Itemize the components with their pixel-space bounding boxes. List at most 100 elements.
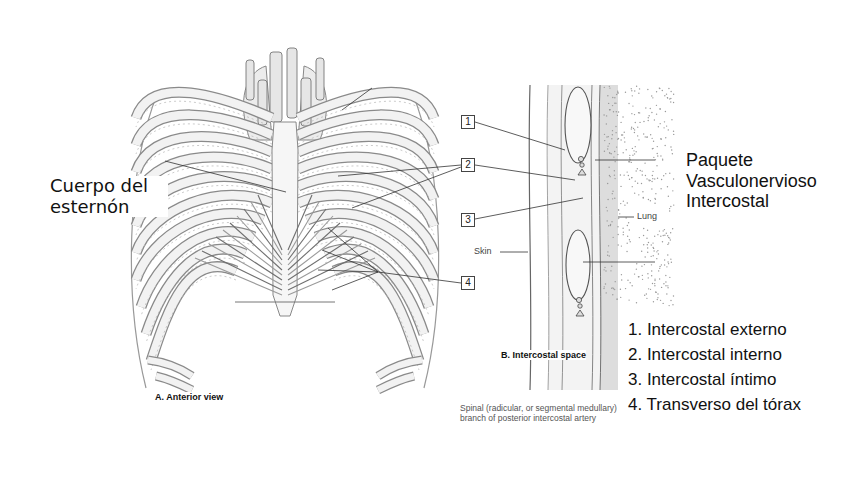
panel-title: B. Intercostal space — [501, 350, 586, 360]
stipple-dot — [623, 231, 624, 232]
stipple-dot — [623, 174, 624, 175]
stipple-dot — [603, 114, 604, 115]
stipple-dot — [639, 237, 640, 238]
stipple-dot — [648, 242, 649, 243]
stipple-dot — [611, 287, 612, 288]
rib — [151, 267, 236, 361]
stipple-dot — [654, 283, 655, 284]
stipple-dot — [657, 153, 658, 154]
stipple-dot — [651, 181, 652, 182]
stipple-dot — [667, 261, 668, 262]
stipple-dot — [651, 264, 652, 265]
stipple-dot — [673, 204, 674, 205]
stipple-dot — [671, 149, 672, 150]
stipple-dot — [607, 199, 608, 200]
stipple-dot — [661, 179, 662, 180]
tissue-layer — [599, 85, 601, 390]
intercostal-fibers — [151, 276, 236, 370]
stipple-dot — [656, 258, 657, 259]
intercostal-artery — [580, 163, 584, 167]
floating-rib — [378, 376, 414, 390]
stipple-dot — [673, 295, 674, 296]
rib-section — [565, 87, 591, 163]
stipple-dot — [612, 191, 613, 192]
stipple-dot — [609, 87, 610, 88]
stipple-dot — [659, 268, 660, 269]
stipple-dot — [614, 198, 615, 199]
leader-line — [332, 272, 378, 290]
stipple-dot — [611, 138, 612, 139]
stipple-dot — [631, 285, 632, 286]
stipple-dot — [629, 157, 630, 158]
stipple-dot — [667, 285, 668, 286]
stipple-dot — [624, 137, 625, 138]
stipple-dot — [673, 131, 674, 132]
stipple-dot — [673, 178, 674, 179]
stipple-dot — [607, 183, 608, 184]
stipple-dot — [606, 207, 607, 208]
stipple-dot — [656, 251, 657, 252]
stipple-dot — [653, 141, 654, 142]
stipple-dot — [651, 138, 652, 139]
stipple-dot — [655, 199, 656, 200]
stipple-dot — [657, 146, 658, 147]
stipple-dot — [658, 270, 659, 271]
intercostal-nerve — [578, 169, 586, 175]
stipple-dot — [647, 252, 648, 253]
stipple-dot — [620, 289, 621, 290]
stipple-dot — [650, 289, 651, 290]
stipple-dot — [620, 203, 621, 204]
stipple-dot — [610, 225, 611, 226]
stipple-dot — [655, 193, 656, 194]
stipple-dot — [657, 299, 658, 300]
stipple-dot — [627, 236, 628, 237]
stipple-dot — [626, 243, 627, 244]
stipple-dot — [610, 176, 611, 177]
stipple-dot — [662, 159, 663, 160]
stipple-dot — [664, 95, 665, 96]
stipple-dot — [618, 218, 619, 219]
intercostal-nerve — [576, 310, 584, 316]
floating-rib-edge — [156, 376, 192, 390]
intercostal-vein — [578, 156, 583, 161]
stipple-dot — [638, 93, 639, 94]
stipple-dot — [631, 113, 632, 114]
leader-line — [342, 88, 372, 110]
stipple-dot — [624, 141, 625, 142]
stipple-dot — [667, 235, 668, 236]
stipple-dot — [646, 136, 647, 137]
stipple-dot — [657, 178, 658, 179]
stipple-dot — [659, 278, 660, 279]
stipple-dot — [629, 241, 630, 242]
stipple-dot — [636, 263, 637, 264]
stipple-dot — [669, 277, 670, 278]
transversus-thoracis-fiber — [288, 195, 312, 250]
callout-number: 2 — [465, 160, 471, 170]
floating-rib-edge — [378, 376, 414, 390]
structure-label: Cuerpo del esternón — [50, 176, 168, 217]
stipple-dot — [664, 121, 665, 122]
stipple-dot — [662, 90, 663, 91]
stipple-dot — [636, 302, 637, 303]
stipple-dot — [608, 167, 609, 168]
stipple-dot — [644, 295, 645, 296]
stipple-dot — [617, 226, 618, 227]
stipple-dot — [632, 186, 633, 187]
stipple-dot — [634, 192, 635, 193]
stipple-dot — [670, 146, 671, 147]
leader-line — [475, 122, 565, 150]
stipple-dot — [660, 139, 661, 140]
pleura-shade — [600, 85, 618, 390]
stipple-dot — [664, 259, 665, 260]
leader-line — [352, 167, 461, 208]
stipple-dot — [629, 239, 630, 240]
stipple-dot — [626, 149, 627, 150]
stipple-dot — [609, 109, 610, 110]
leader-line — [583, 262, 655, 263]
callout-number: 4 — [465, 278, 471, 288]
stipple-dot — [632, 95, 633, 96]
transversus-thoracis-fiber — [195, 258, 282, 295]
stipple-dot — [669, 210, 670, 211]
stipple-dot — [659, 108, 660, 109]
